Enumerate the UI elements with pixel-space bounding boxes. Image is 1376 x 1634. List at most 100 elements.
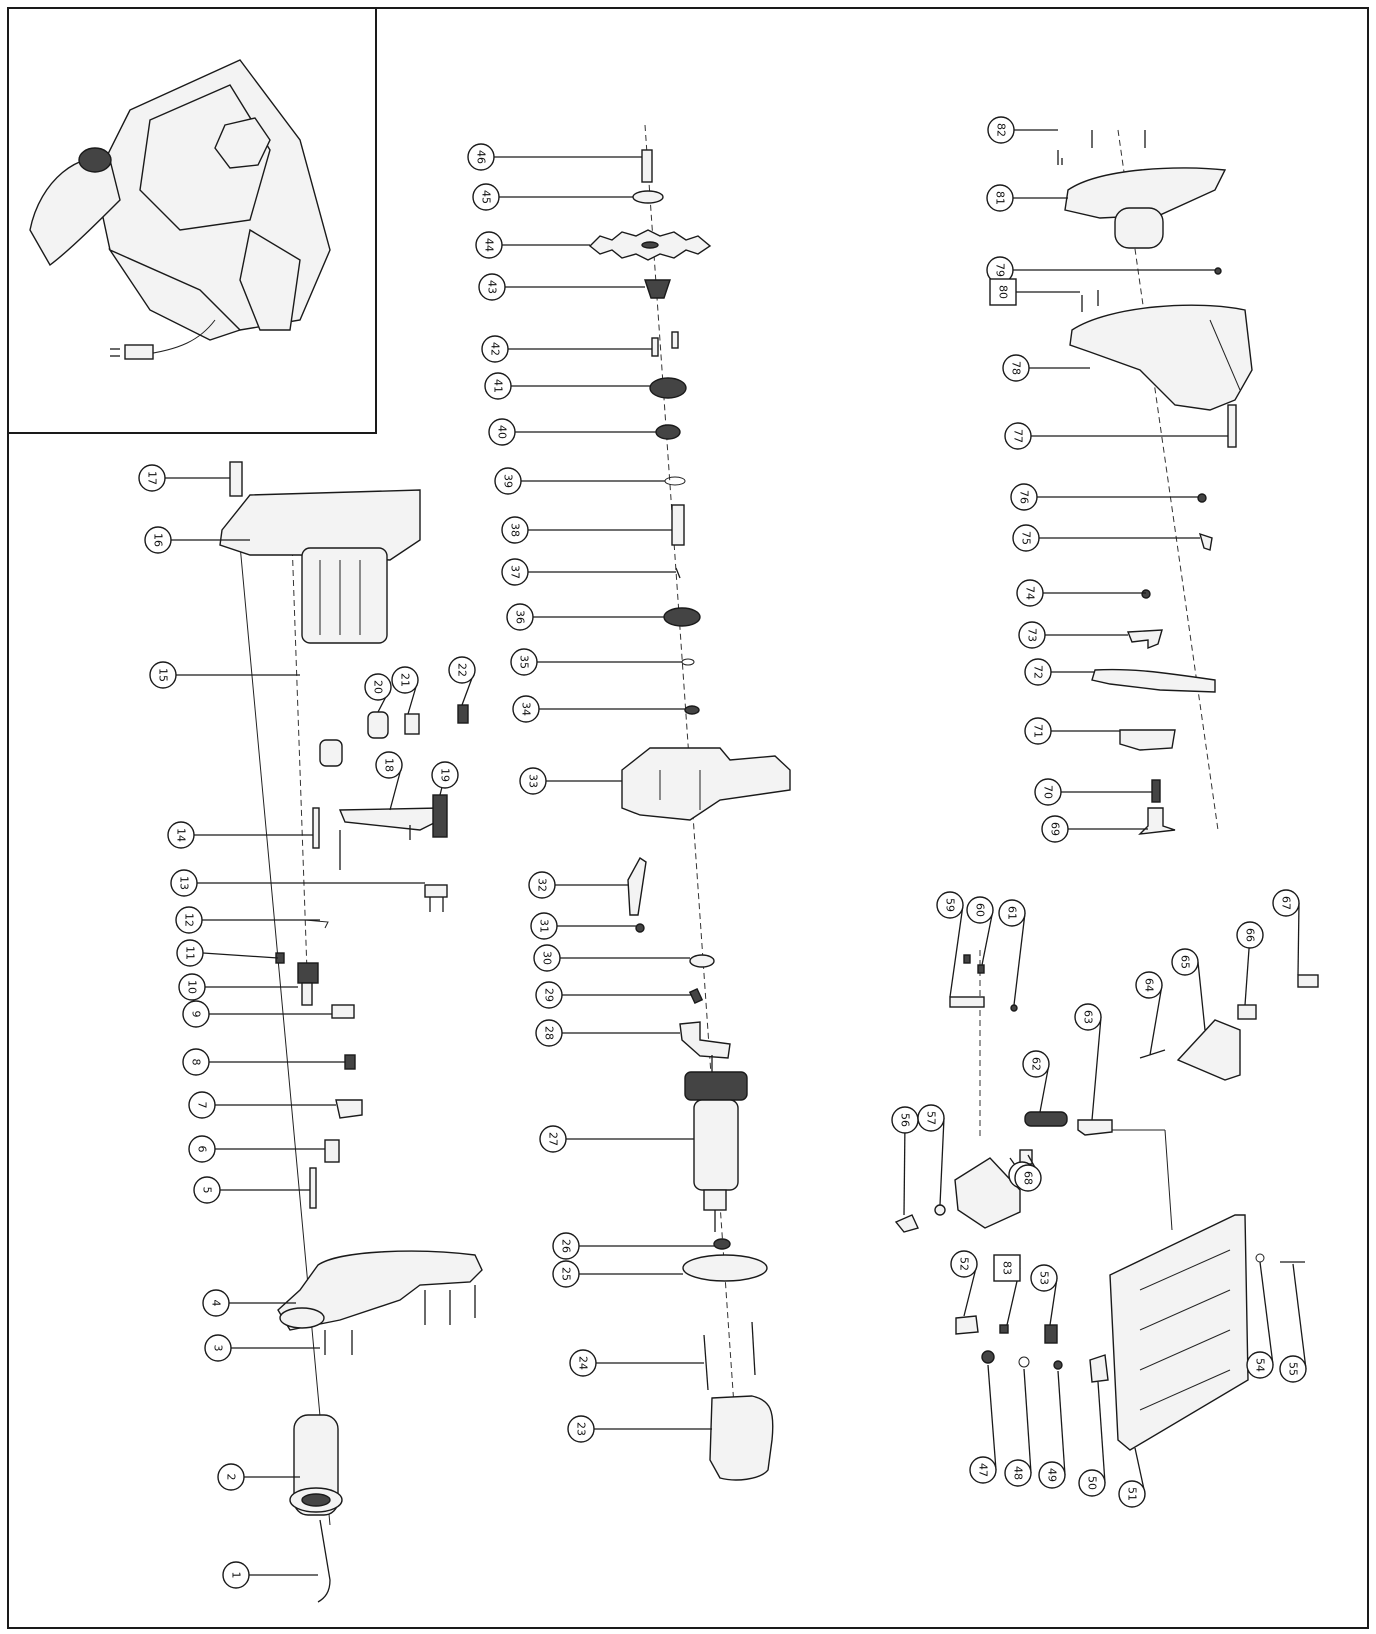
callout-74: 74 [1016, 579, 1146, 607]
callout-bubble [1014, 1164, 1042, 1192]
callout-bubble [530, 912, 558, 940]
callout-number: 8 [190, 1059, 203, 1066]
callout-number: 9 [190, 1011, 203, 1018]
switch-part-19 [432, 794, 448, 838]
callout-number: 18 [383, 758, 396, 772]
part-59 [963, 954, 971, 964]
callout-leader [1039, 1063, 1050, 1113]
callout-25: 25 [552, 1260, 683, 1288]
callout-bubble [1236, 921, 1264, 949]
callout-number: 40 [496, 425, 509, 439]
callout-17: 17 [138, 464, 230, 492]
callout-bubble [501, 516, 529, 544]
callout-leader [981, 909, 994, 966]
callout-number: 34 [520, 702, 533, 716]
callout-number: 6 [196, 1146, 209, 1153]
callout-27: 27 [539, 1125, 694, 1153]
callout-number: 39 [502, 474, 515, 488]
callout-bubble [917, 1104, 945, 1132]
callout-bubble [1012, 524, 1040, 552]
callout-bubble [488, 418, 516, 446]
pin-part-77 [1227, 404, 1237, 448]
callout-18: 18 [375, 751, 403, 811]
callout-number: 32 [536, 878, 549, 892]
callout-number: 47 [977, 1463, 990, 1477]
callout-bubble [138, 464, 166, 492]
part-5 [309, 1167, 317, 1209]
callout-49: 49 [1038, 1370, 1066, 1489]
callout-number: 3 [212, 1345, 225, 1352]
saw-blade-part [588, 229, 712, 261]
callout-6: 6 [188, 1135, 325, 1163]
part-74 [1141, 589, 1151, 599]
callout-bubble [998, 899, 1026, 927]
callout-leader [1049, 1277, 1058, 1326]
screw-17-part [229, 461, 243, 497]
callout-leader [1259, 1261, 1274, 1366]
callout-bubble [391, 666, 419, 694]
callout-63: 63 [1074, 1003, 1102, 1121]
callout-45: 45 [472, 183, 633, 211]
callout-bubble [1135, 971, 1163, 999]
callout-number: 57 [925, 1111, 938, 1125]
part-6 [324, 1139, 340, 1163]
diagram-frame [7, 7, 1369, 1629]
callout-76: 76 [1010, 483, 1198, 511]
callout-number: 38 [509, 523, 522, 537]
washer-part [632, 190, 664, 204]
callout-24: 24 [569, 1349, 704, 1377]
callout-65: 65 [1171, 948, 1206, 1031]
callout-bubble [144, 526, 172, 554]
lower-guard-part [1069, 304, 1253, 411]
callout-number: 23 [575, 1422, 588, 1436]
callout-number: 70 [1042, 785, 1055, 799]
callout-bubble [1074, 1003, 1102, 1031]
gear-part [649, 377, 687, 399]
spindle-part [671, 504, 685, 546]
callout-number: 14 [175, 828, 188, 842]
part-79 [1214, 267, 1222, 275]
callout-bubble [535, 1019, 563, 1047]
callout-33: 33 [519, 767, 622, 795]
callout-number: 53 [1038, 1271, 1051, 1285]
center-assembly [588, 124, 791, 1481]
callout-20: 20 [364, 673, 392, 713]
callout-10: 10 [178, 973, 298, 1001]
callout-13: 13 [170, 869, 425, 897]
callout-bubble [364, 673, 392, 701]
large-gear-part [663, 607, 701, 627]
callout-number: 54 [1254, 1358, 1267, 1372]
callout-15: 15 [149, 661, 300, 689]
callout-bubble [1024, 717, 1052, 745]
callout-leader [903, 1119, 906, 1216]
sleeve-part [319, 739, 343, 767]
callout-number: 61 [1006, 906, 1019, 920]
callout-number: 59 [944, 898, 957, 912]
callout-3: 3 [204, 1334, 320, 1362]
bevel-plate-part [954, 1157, 1021, 1229]
bearing-part-26 [713, 1238, 731, 1250]
callout-bubble [1030, 1264, 1058, 1292]
part-60 [977, 964, 985, 974]
callout-bubble [1279, 1355, 1307, 1383]
callout-leader [1149, 984, 1163, 1056]
callout-bubble [950, 1250, 978, 1278]
lower-housing-part [277, 1250, 483, 1331]
callout-55: 55 [1279, 1263, 1307, 1383]
callout-number: 5 [201, 1187, 214, 1194]
callout-leader [1091, 1016, 1102, 1121]
callout-bubble [989, 278, 1017, 306]
callout-number: 78 [1010, 361, 1023, 375]
assembled-saw-illustration [29, 59, 331, 360]
callout-number: 80 [997, 285, 1010, 299]
callout-bubble [936, 891, 964, 919]
callout-number: 45 [480, 190, 493, 204]
callout-bubble [1078, 1469, 1106, 1497]
callout-number: 51 [1126, 1487, 1139, 1501]
callout-14: 14 [167, 821, 313, 849]
callout-32: 32 [528, 871, 628, 899]
part-12 [304, 919, 329, 929]
callout-82: 82 [987, 116, 1058, 144]
callout-number: 67 [1280, 896, 1293, 910]
